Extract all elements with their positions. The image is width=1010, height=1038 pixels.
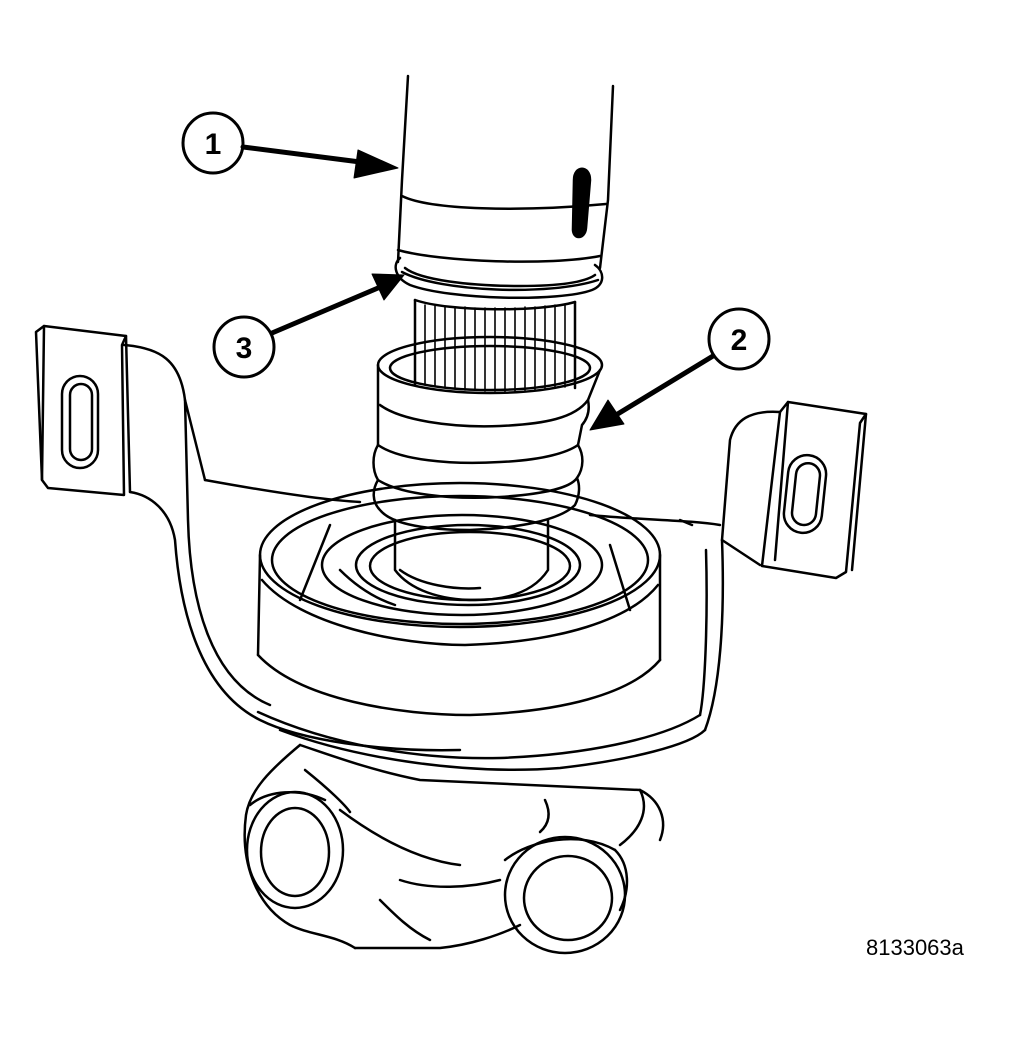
callout-label-1: 1 bbox=[205, 128, 222, 161]
callout-2: 2 bbox=[589, 307, 771, 431]
yoke-housing bbox=[243, 743, 665, 955]
snap-ring bbox=[394, 256, 604, 300]
center-bearing bbox=[256, 481, 662, 717]
callout-label-3: 3 bbox=[236, 332, 253, 365]
callout-3: 3 bbox=[212, 273, 405, 379]
propeller-shaft bbox=[396, 74, 615, 270]
figure-id: 8133063a bbox=[866, 935, 964, 960]
callout-label-2: 2 bbox=[731, 324, 748, 357]
dust-boot bbox=[372, 335, 604, 602]
mounting-bracket bbox=[34, 324, 868, 771]
splined-shaft bbox=[413, 298, 577, 392]
callout-1: 1 bbox=[181, 111, 399, 179]
